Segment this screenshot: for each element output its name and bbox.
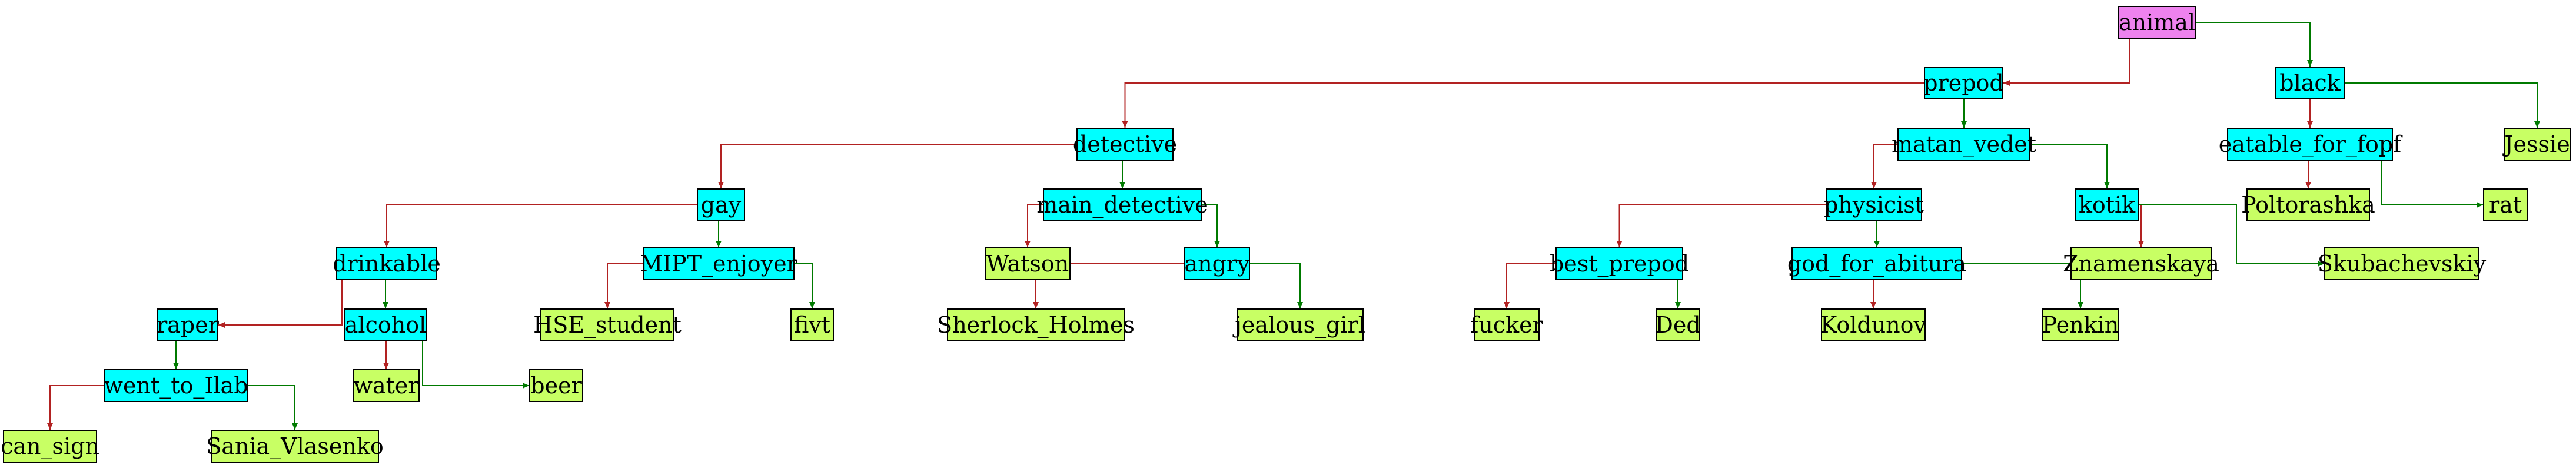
node-beer: beer bbox=[529, 369, 583, 402]
edge-angry-to-jealous-girl bbox=[1250, 263, 1303, 308]
edge-animal-to-black bbox=[2196, 22, 2313, 67]
edge-animal-to-prepod bbox=[2003, 39, 2130, 86]
edge-matan-vedet-to-physicist bbox=[1871, 144, 1897, 188]
node-ded: Ded bbox=[1655, 308, 1701, 341]
node-poltorashka: Poltorashka bbox=[2241, 188, 2375, 221]
edge-went-to-ilab-to-sania-vlasenko bbox=[248, 385, 298, 430]
edge-gay-to-drinkable bbox=[384, 204, 697, 247]
node-hse-student: HSE_student bbox=[533, 308, 682, 341]
node-angry: angry bbox=[1184, 247, 1250, 280]
node-sherlock-holmes: Sherlock_Holmes bbox=[937, 308, 1135, 341]
node-went-to-ilab: went_to_Ilab bbox=[104, 369, 248, 402]
edge-main-detective-to-angry bbox=[1202, 204, 1220, 247]
node-main-detective: main_detective bbox=[1036, 188, 1208, 221]
node-eatable-for-fopf: eatable_for_fopf bbox=[2219, 128, 2401, 161]
node-fivt: fivt bbox=[790, 308, 834, 341]
node-alcohol: alcohol bbox=[344, 308, 427, 341]
node-jealous-girl: jealous_girl bbox=[1235, 308, 1365, 341]
edge-kotik-to-skubachevskiy bbox=[2139, 204, 2324, 267]
node-raper: raper bbox=[157, 308, 219, 341]
node-skubachevskiy: Skubachevskiy bbox=[2318, 247, 2486, 280]
node-fucker: fucker bbox=[1470, 308, 1543, 341]
node-god-for-abitura: god_for_abitura bbox=[1787, 247, 1966, 280]
node-black: black bbox=[2275, 67, 2345, 99]
node-can-sign: can_sign bbox=[1, 430, 99, 463]
node-best-prepod: best_prepod bbox=[1550, 247, 1689, 280]
node-prepod: prepod bbox=[1923, 67, 2004, 99]
node-gay: gay bbox=[697, 188, 745, 221]
node-drinkable: drinkable bbox=[333, 247, 441, 280]
node-watson: Watson bbox=[985, 247, 1071, 280]
node-rat: rat bbox=[2483, 188, 2528, 221]
node-mipt-enjoyer: MIPT_enjoyer bbox=[640, 247, 797, 280]
node-matan-vedet: matan_vedet bbox=[1892, 128, 2036, 161]
edge-main-detective-to-watson bbox=[1025, 204, 1043, 247]
node-znamenskaya: Znamenskaya bbox=[2063, 247, 2219, 280]
edge-detective-to-gay bbox=[718, 144, 1076, 188]
edge-drinkable-to-raper bbox=[218, 280, 343, 328]
node-kotik: kotik bbox=[2075, 188, 2139, 221]
edge-went-to-ilab-to-can-sign bbox=[47, 385, 104, 430]
node-physicist: physicist bbox=[1824, 188, 1924, 221]
edge-kotik-to-znamenskaya bbox=[2138, 204, 2144, 247]
edge-prepod-to-detective bbox=[1122, 82, 1924, 128]
node-sania-vlasenko: Sania_Vlasenko bbox=[206, 430, 384, 463]
edge-best-prepod-to-fucker bbox=[1504, 263, 1555, 308]
node-penkin: Penkin bbox=[2042, 308, 2119, 341]
node-water: water bbox=[353, 369, 420, 402]
edge-mipt-enjoyer-to-fivt bbox=[795, 263, 815, 308]
edge-alcohol-to-beer bbox=[422, 341, 529, 389]
edge-physicist-to-best-prepod bbox=[1616, 204, 1826, 247]
node-detective: detective bbox=[1073, 128, 1177, 161]
edge-matan-vedet-to-kotik bbox=[2030, 144, 2110, 188]
edge-black-to-jessie bbox=[2345, 82, 2540, 128]
node-animal: animal bbox=[2118, 6, 2196, 39]
node-jessie: Jessie bbox=[2504, 128, 2571, 161]
edge-mipt-enjoyer-to-hse-student bbox=[604, 263, 643, 308]
node-koldunov: Koldunov bbox=[1820, 308, 1926, 341]
